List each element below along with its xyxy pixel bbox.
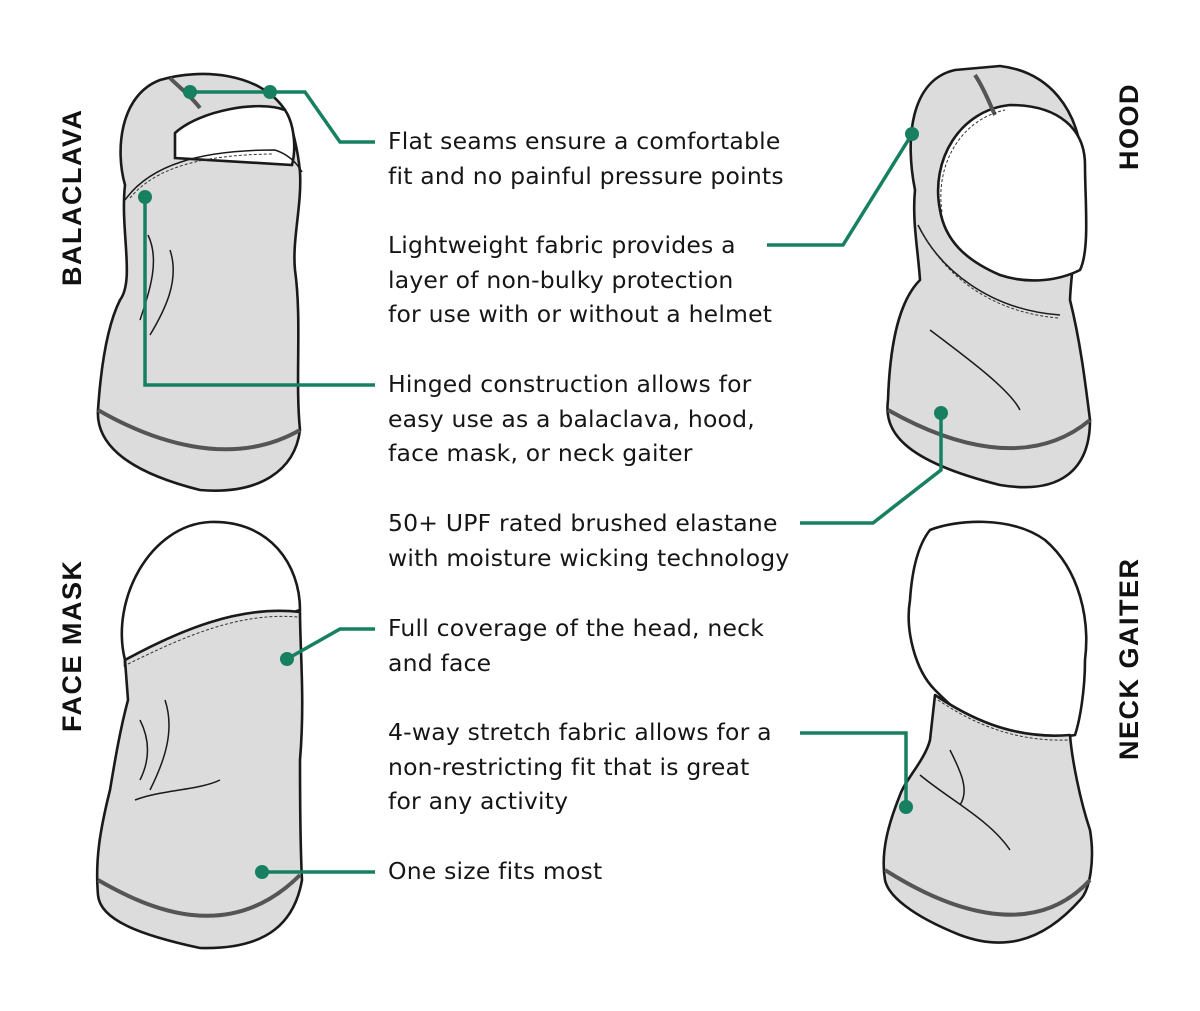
balaclava-illustration [96,72,375,492]
style-label-neck-gaiter: NECK GAITER [1114,557,1144,760]
feature-lightweight-fabric: Lightweight fabric provides a layer of n… [388,231,773,328]
feature-hinged-construction: Hinged construction allows for easy use … [388,370,755,467]
feature-one-size: One size fits most [388,857,603,885]
style-label-balaclava: BALACLAVA [57,108,87,286]
feature-flat-seams: Flat seams ensure a comfortable fit and … [388,127,784,190]
style-label-face-mask: FACE MASK [57,559,87,732]
neck-gaiter-illustration [800,520,1094,944]
feature-4-way-stretch: 4-way stretch fabric allows for a non-re… [388,718,772,815]
face-mask-illustration [95,520,375,950]
hood-illustration [767,64,1092,525]
style-label-hood: HOOD [1114,83,1144,170]
feature-full-coverage: Full coverage of the head, neck and face [388,614,765,677]
feature-upf-elastane: 50+ UPF rated brushed elastane with mois… [388,509,790,572]
